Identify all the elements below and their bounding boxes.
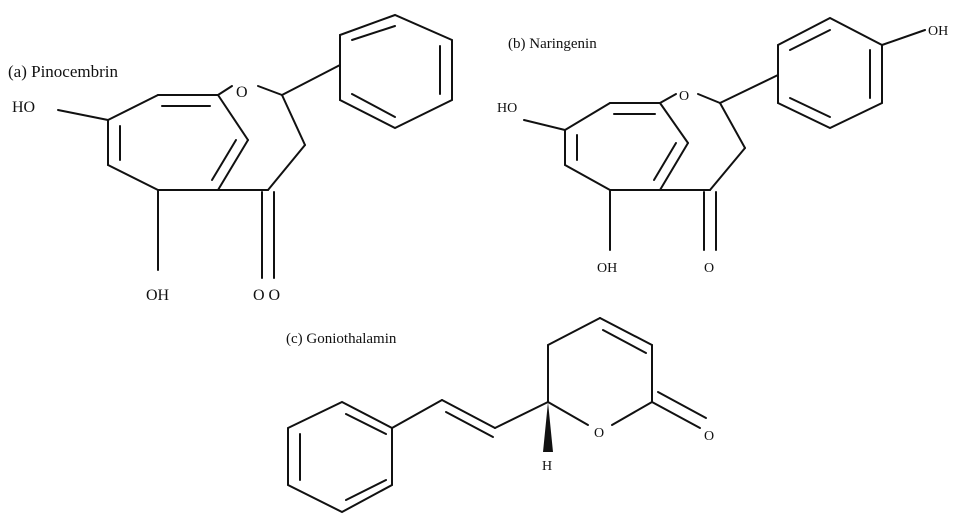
- pinocembrin-oh-label: OH: [146, 287, 170, 304]
- goniothalamin-lactone-ring: [543, 317, 707, 452]
- pinocembrin-ho-bond: [57, 109, 109, 121]
- goniothalamin-caption: (c) Goniothalamin: [286, 331, 397, 347]
- pinocembrin-b-ring: [281, 13, 453, 130]
- pinocembrin-keto-oxygen: O O: [253, 287, 280, 304]
- pinocembrin-c-ring: [217, 85, 306, 279]
- goniothalamin-wedge-bond: [543, 402, 553, 452]
- naringenin-structure: (b) Naringenin HO OH O: [497, 16, 948, 276]
- goniothalamin-keto-oxygen: O: [704, 429, 714, 444]
- goniothalamin-ring-oxygen: O: [594, 426, 604, 441]
- naringenin-ring-oxygen: O: [679, 89, 689, 104]
- pinocembrin-ho-label: HO: [12, 99, 35, 116]
- pinocembrin-ring-oxygen: O: [236, 84, 248, 101]
- goniothalamin-structure: (c) Goniothalamin: [286, 317, 714, 514]
- pinocembrin-structure: (a) Pinocembrin HO OH: [8, 13, 453, 304]
- naringenin-oh-bottom-label: OH: [597, 261, 617, 276]
- pinocembrin-caption: (a) Pinocembrin: [8, 62, 118, 81]
- naringenin-keto-oxygen: O: [704, 261, 714, 276]
- naringenin-caption: (b) Naringenin: [508, 36, 597, 52]
- goniothalamin-h-label: H: [542, 459, 552, 474]
- naringenin-a-ring: [564, 102, 689, 191]
- naringenin-oh-top-label: OH: [928, 24, 948, 39]
- naringenin-ho-bond: [523, 119, 566, 131]
- pinocembrin-a-ring: [107, 94, 249, 191]
- goniothalamin-phenyl-ring: [287, 400, 393, 514]
- naringenin-ho-label: HO: [497, 101, 517, 116]
- naringenin-b-ring: [719, 16, 926, 130]
- naringenin-c-ring: [659, 93, 746, 251]
- goniothalamin-styryl-chain: [391, 399, 549, 438]
